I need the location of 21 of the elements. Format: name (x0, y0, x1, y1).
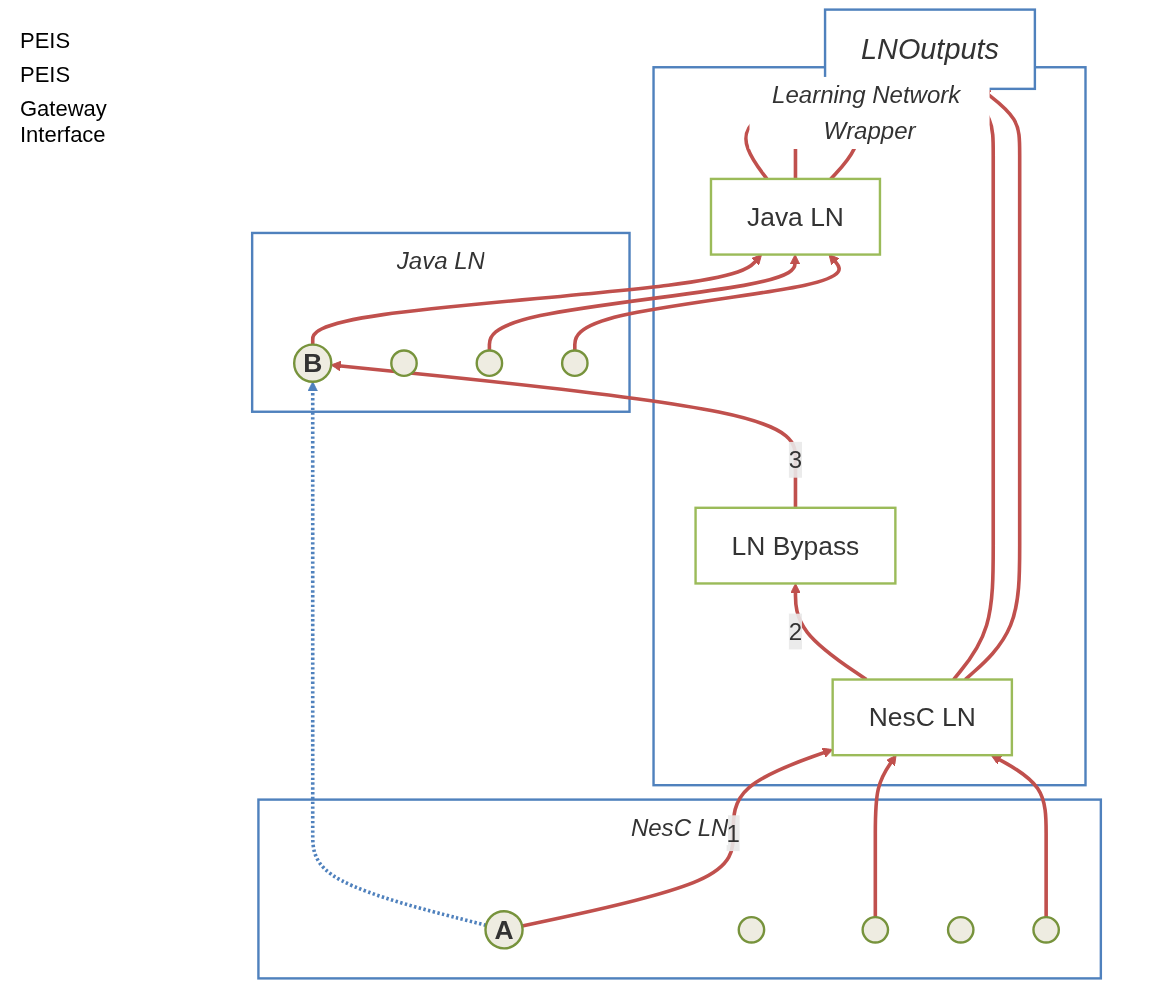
node-box: LN Bypass (694, 506, 897, 585)
note-label: PEIS (20, 28, 72, 54)
edge-label: 3 (788, 446, 803, 473)
node-circle (390, 349, 418, 378)
arrow (487, 254, 801, 351)
arrow (307, 381, 487, 927)
note-label: Gateway Interface (20, 96, 108, 148)
arrow (310, 254, 763, 345)
arrow (573, 254, 841, 351)
node-circle (946, 915, 975, 944)
node-circle (1032, 915, 1060, 944)
node-circle (861, 915, 890, 944)
edge-label: 2 (788, 618, 803, 645)
node-box: NesC LN (831, 678, 1014, 757)
node-circle (737, 915, 766, 944)
node-circle (560, 349, 589, 378)
node-box: Java LN (709, 177, 882, 256)
node-circle: A (484, 910, 524, 950)
node-circle: B (293, 343, 333, 383)
note-label: PEIS (20, 62, 72, 88)
node-circle (475, 349, 504, 378)
